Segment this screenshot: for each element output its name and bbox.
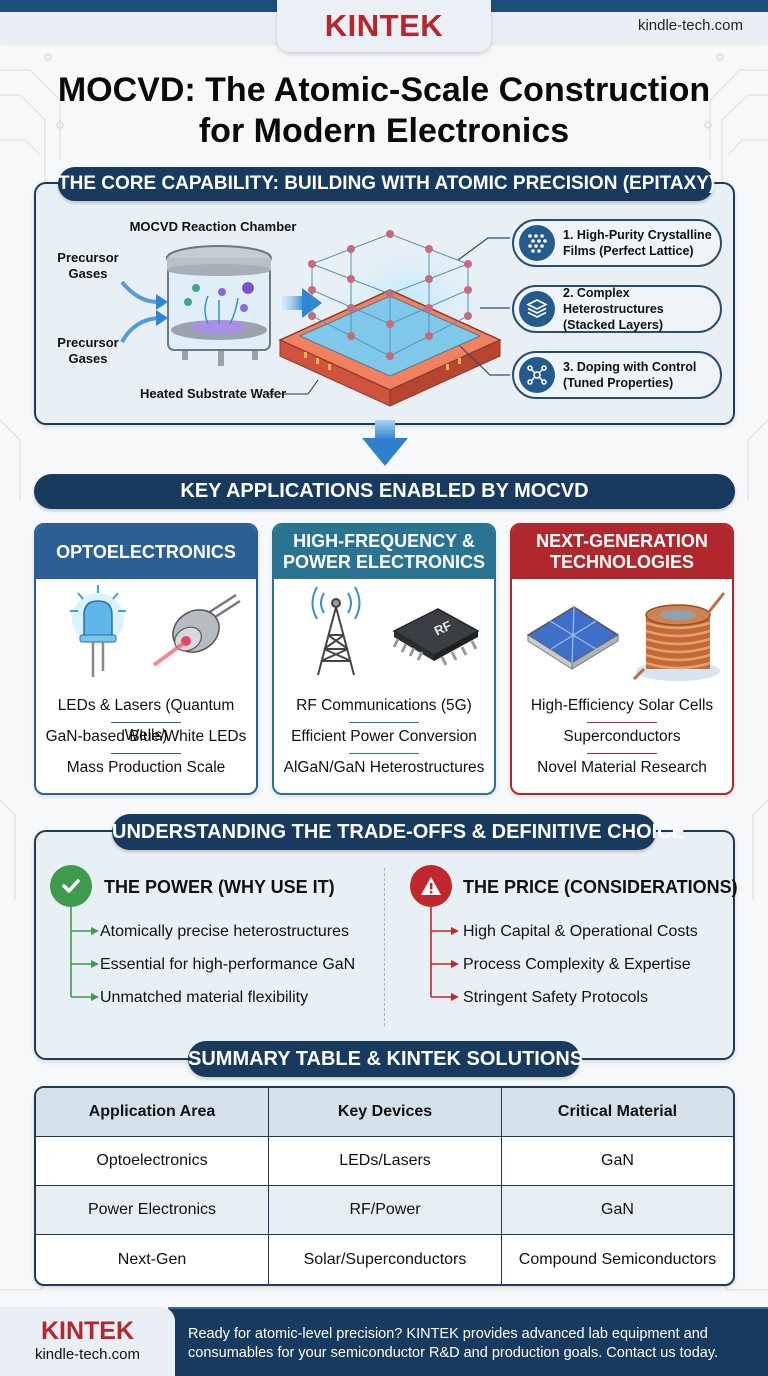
footer-site-url[interactable]: kindle-tech.com <box>34 1346 141 1363</box>
summary-table: Application Area Key Devices Critical Ma… <box>34 1086 735 1286</box>
column-header: Application Area <box>36 1088 269 1137</box>
table-row: Power Electronics RF/Power GaN <box>36 1186 733 1235</box>
footer: Ready for atomic-level precision? KINTEK… <box>0 1307 768 1376</box>
core-capability-heading: THE CORE CAPABILITY: BUILDING WITH ATOMI… <box>58 167 715 201</box>
table-row: Optoelectronics LEDs/Lasers GaN <box>36 1137 733 1186</box>
warning-icon <box>410 865 452 907</box>
radio-tower-icon <box>311 586 361 676</box>
feature-doping-control: 3. Doping with Control (Tuned Properties) <box>512 351 722 399</box>
page-title: MOCVD: The Atomic-Scale Construction for… <box>0 70 768 152</box>
table-cell: Optoelectronics <box>36 1137 269 1186</box>
rf-chip-icon: RF <box>392 608 480 666</box>
card-title: NEXT-GENERATION TECHNOLOGIES <box>512 525 732 579</box>
list-item: Superconductors <box>512 722 732 753</box>
table-cell: Next-Gen <box>36 1235 269 1284</box>
feature-1-line-2: Films (Perfect Lattice) <box>563 244 694 258</box>
table-cell: Compound Semiconductors <box>518 1250 717 1268</box>
footer-cta-banner: Ready for atomic-level precision? KINTEK… <box>168 1307 768 1376</box>
table-cell: LEDs/Lasers <box>269 1137 502 1186</box>
lattice-icon <box>519 225 555 261</box>
column-divider <box>384 868 385 1026</box>
gas-label-top: Precursor Gases <box>57 250 119 281</box>
tradeoffs-heading: UNDERSTANDING THE TRADE-OFFS & DEFINITIV… <box>112 814 685 850</box>
table-cell: RF/Power <box>269 1186 502 1235</box>
card-title: OPTOELECTRONICS <box>36 525 256 579</box>
feature-1-line-1: 1. High-Purity Crystalline <box>563 228 712 242</box>
site-url[interactable]: kindle-tech.com <box>637 17 743 34</box>
laser-diode-icon <box>152 593 241 667</box>
card-item-list: High-Efficiency Solar Cells Superconduct… <box>512 691 732 784</box>
power-title: THE POWER (WHY USE IT) <box>104 877 335 897</box>
app-card-optoelectronics: OPTOELECTRONICS LEDs & Lasers (Quantum W… <box>34 523 258 795</box>
table-cell: GaN <box>502 1186 733 1235</box>
chamber-label: MOCVD Reaction Chamber <box>129 219 297 234</box>
feature-2-line-2: (Stacked Layers) <box>563 318 664 332</box>
process-arrow-icon <box>282 288 322 318</box>
table-cell: Solar/Superconductors <box>269 1235 502 1284</box>
price-title: THE PRICE (CONSIDERATIONS) <box>463 877 738 897</box>
power-item: Unmatched material flexibility <box>100 989 309 1006</box>
feature-3-line-1: 3. Doping with Control <box>563 360 697 374</box>
branch-arrows-icon <box>70 907 99 1001</box>
title-line-1: MOCVD: The Atomic-Scale Construction <box>57 71 711 109</box>
power-item: Essential for high-performance GaN <box>100 956 356 973</box>
list-item: High-Efficiency Solar Cells <box>530 697 714 714</box>
reaction-chamber-icon <box>166 245 272 366</box>
checkmark-icon <box>50 865 92 907</box>
logo-tab[interactable]: KINTEK <box>277 0 491 52</box>
card-item-list: RF Communications (5G) Efficient Power C… <box>274 691 494 784</box>
summary-heading: SUMMARY TABLE & KINTEK SOLUTIONS <box>188 1041 583 1077</box>
branch-arrows-icon <box>430 907 459 1001</box>
led-icon <box>70 585 126 677</box>
price-item: High Capital & Operational Costs <box>463 923 698 940</box>
substrate-label: Heated Substrate Wafer <box>140 386 287 401</box>
table-row: Next-Gen Solar/Superconductors Compound … <box>36 1235 733 1284</box>
feature-3-line-2: (Tuned Properties) <box>563 376 674 390</box>
app-card-power-electronics: HIGH-FREQUENCY & POWER ELECTRONICS RF RF… <box>272 523 496 795</box>
list-item: Efficient Power Conversion <box>274 722 494 753</box>
price-item: Process Complexity & Expertise <box>463 956 691 973</box>
app-card-next-generation: NEXT-GENERATION TECHNOLOGIES High-Effic <box>510 523 734 795</box>
column-header: Key Devices <box>269 1088 502 1137</box>
footer-brand-logo: KINTEK <box>40 1317 135 1345</box>
list-item: LEDs & Lasers (Quantum Wells) <box>57 697 235 744</box>
card-title: HIGH-FREQUENCY & POWER ELECTRONICS <box>274 525 494 579</box>
footer-cta-text: Ready for atomic-level precision? KINTEK… <box>188 1326 719 1361</box>
superconductor-coil-icon <box>632 592 726 681</box>
chip-label: RF <box>432 618 454 639</box>
down-arrow-icon <box>362 420 408 466</box>
network-nodes-icon <box>519 357 555 393</box>
footer-logo-block[interactable]: KINTEK kindle-tech.com <box>0 1307 175 1376</box>
list-item: Mass Production Scale <box>36 753 256 784</box>
table-header-row: Application Area Key Devices Critical Ma… <box>36 1088 733 1137</box>
feature-heterostructures: 2. Complex Heterostructures (Stacked Laye… <box>512 285 722 333</box>
layers-icon <box>519 291 555 327</box>
title-line-2: for Modern Electronics <box>198 112 570 150</box>
list-item: RF Communications (5G) <box>296 697 472 714</box>
applications-heading: KEY APPLICATIONS ENABLED BY MOCVD <box>34 474 735 509</box>
power-item: Atomically precise heterostructures <box>100 923 349 940</box>
feature-2-line-1: 2. Complex Heterostructures <box>563 286 664 316</box>
table-cell: GaN <box>502 1137 733 1186</box>
top-bar: KINTEK kindle-tech.com <box>0 0 768 52</box>
card-item-list: LEDs & Lasers (Quantum Wells) GaN-based … <box>36 691 256 784</box>
column-header: Critical Material <box>502 1088 733 1137</box>
solar-panel-icon <box>526 606 620 670</box>
list-item: GaN-based Blue/White LEDs <box>36 722 256 753</box>
table-cell: Power Electronics <box>36 1186 269 1235</box>
brand-logo: KINTEK <box>324 8 444 43</box>
price-item: Stringent Safety Protocols <box>463 989 648 1006</box>
mocvd-diagram <box>120 230 510 407</box>
list-item: Novel Material Research <box>512 753 732 784</box>
list-item: AlGaN/GaN Heterostructures <box>274 753 494 784</box>
gas-label-bottom: Precursor Gases <box>57 335 119 366</box>
gas-inflow-arrow-icon <box>120 280 168 344</box>
heated-substrate-lattice-icon <box>278 230 502 407</box>
